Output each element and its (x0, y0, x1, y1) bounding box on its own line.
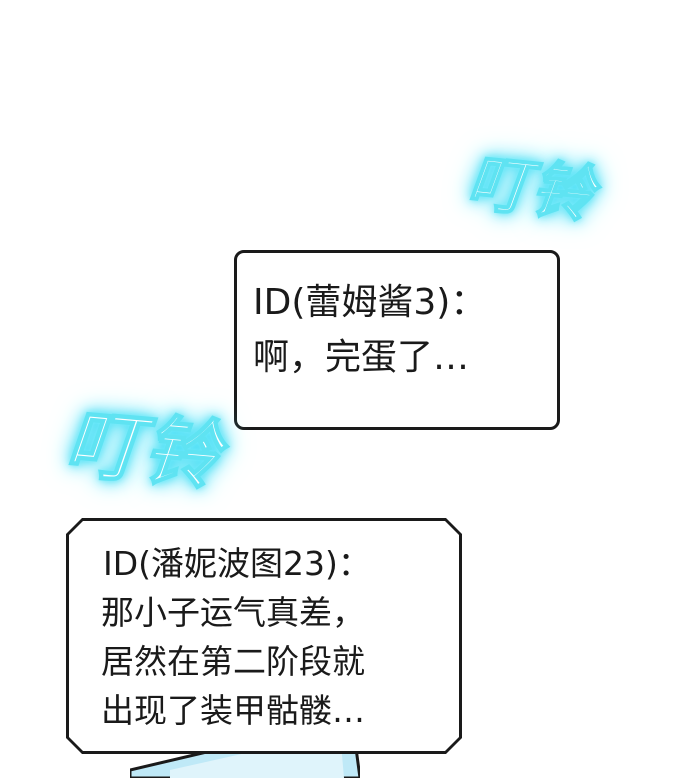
speech-bubble-penny-body: ID(潘妮波图23)： 那小子运气真差， 居然在第二阶段就 出现了装甲骷髅… (69, 521, 459, 751)
bubble-penny-line-1: 那小子运气真差， (101, 593, 365, 632)
bubble-penny-line-2: 居然在第二阶段就 (101, 642, 365, 681)
speech-bubble-lem: ID(蕾姆酱3)： 啊，完蛋了… (234, 250, 560, 430)
sfx-ding-ling-mid: 叮铃 (61, 397, 226, 501)
bubble-penny-speaker: ID(潘妮波图23)： (103, 544, 371, 583)
bubble-lem-speaker: ID(蕾姆酱3)： (253, 282, 487, 323)
sfx-ding-ling-top: 叮铃 (463, 144, 600, 232)
bubble-penny-line-3: 出现了装甲骷髅… (101, 691, 365, 730)
bubble-lem-text: 啊，完蛋了… (253, 337, 470, 378)
speech-bubble-penny: ID(潘妮波图23)： 那小子运气真差， 居然在第二阶段就 出现了装甲骷髅… (66, 518, 462, 754)
